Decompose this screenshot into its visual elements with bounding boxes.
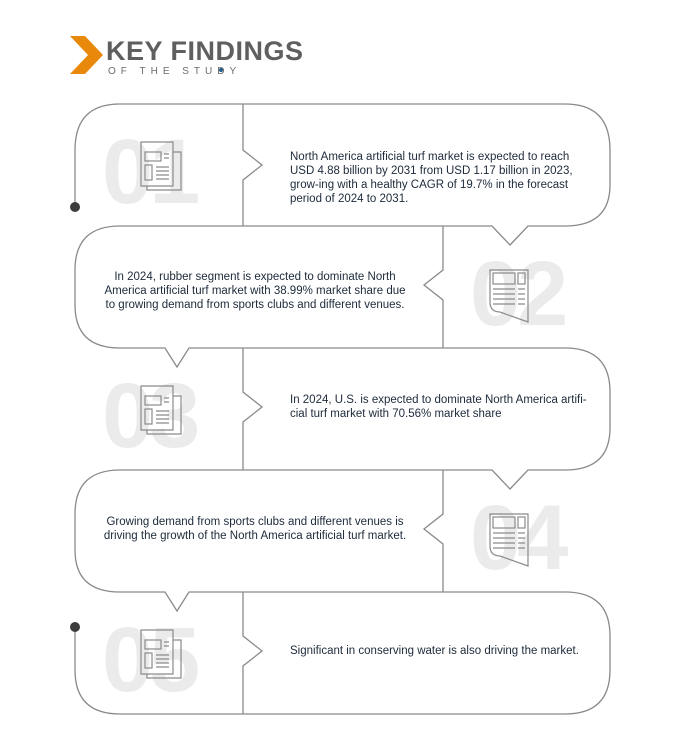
newspaper-icon [489, 269, 529, 323]
finding-text-02: In 2024, rubber segment is expected to d… [104, 271, 406, 311]
newspaper-icon [489, 513, 529, 567]
newspaper-icon [140, 385, 182, 435]
finding-number-05: 05 [102, 609, 200, 711]
newspaper-icon [140, 629, 182, 679]
finding-text-01: North America artificial turf market is … [290, 151, 573, 205]
finding-number-03: 03 [102, 365, 200, 467]
finding-text-04: Growing demand from sports clubs and dif… [103, 516, 407, 542]
page-title: KEY FINDINGS [106, 36, 304, 66]
finding-text-05: Significant in conserving water is also … [290, 645, 579, 657]
page-subtitle: OF THE STUDY [108, 66, 242, 77]
finding-text-03: In 2024, U.S. is expected to dominate No… [290, 394, 587, 420]
finding-number-01: 01 [102, 121, 200, 223]
chevron-logo-icon [70, 36, 103, 74]
newspaper-icon [140, 141, 182, 191]
